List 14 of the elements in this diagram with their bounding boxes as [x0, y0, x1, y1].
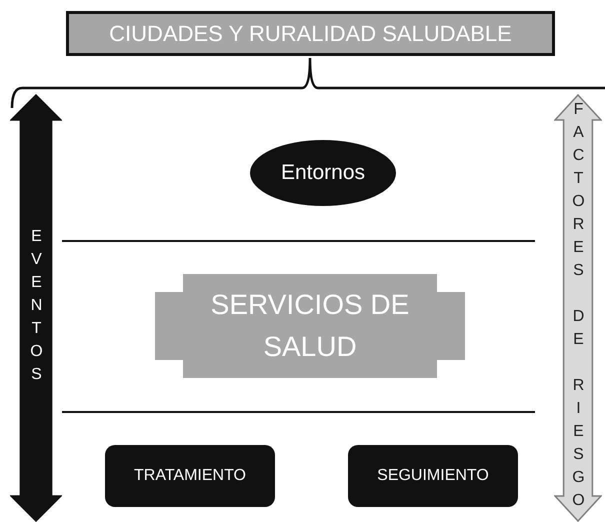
- rounded-box: [348, 445, 518, 507]
- process-shape: [155, 274, 465, 378]
- rounded-box: [105, 445, 275, 507]
- node-label: SERVICIOS DE SALUD: [210, 288, 410, 364]
- double-arrow: [10, 94, 62, 522]
- vertical-label: EVENTOS: [28, 228, 44, 388]
- node-label: TRATAMIENTO: [134, 467, 246, 485]
- node-label: SEGUIMIENTO: [377, 467, 489, 485]
- double-arrow: [554, 94, 602, 522]
- node-label: Entornos: [280, 161, 366, 185]
- title-box: [66, 11, 555, 56]
- ellipse-node: [250, 140, 396, 206]
- vertical-label: FACTORES DE RIESGO: [570, 101, 586, 515]
- title-text: CIUDADES Y RURALIDAD SALUDABLE: [109, 20, 512, 46]
